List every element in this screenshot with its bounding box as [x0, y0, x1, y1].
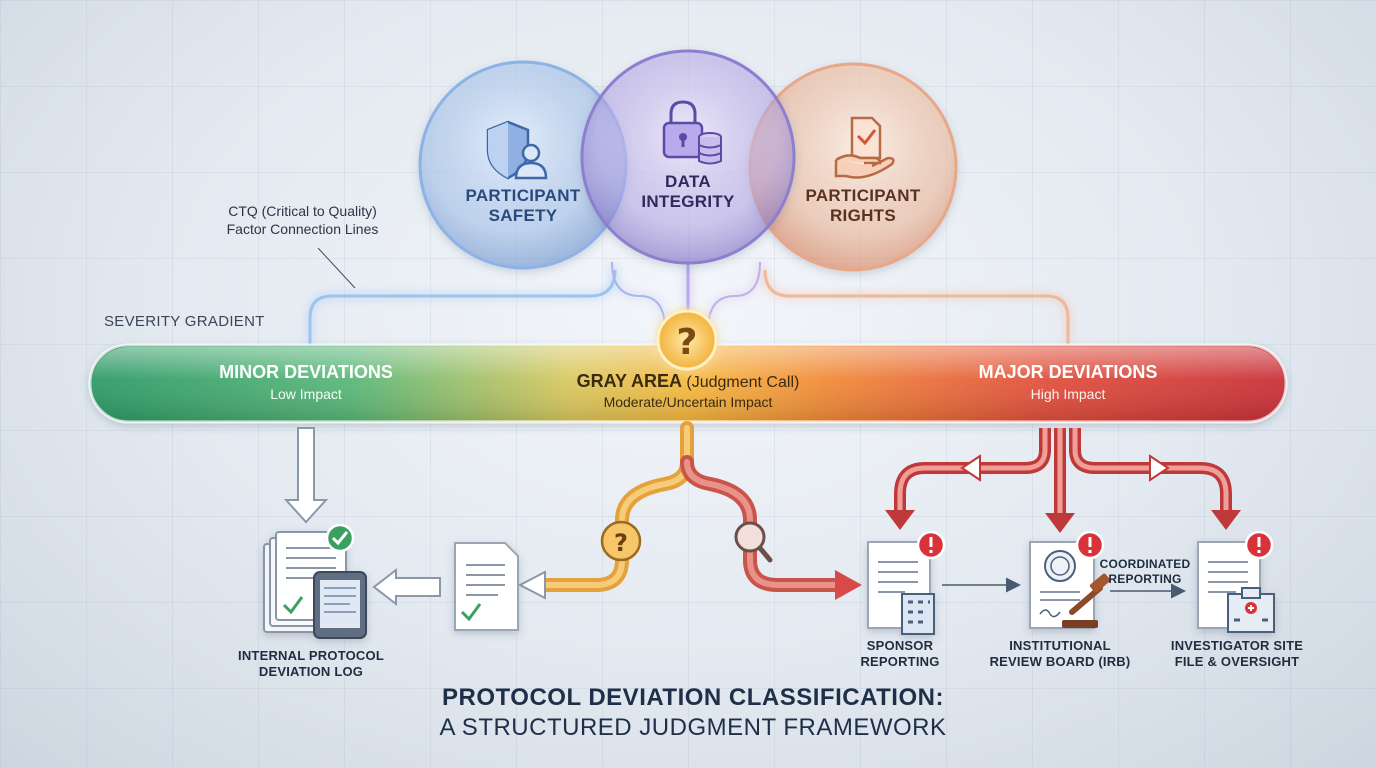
- lock-database-icon: [662, 100, 722, 165]
- sponsor-document-icon: [867, 541, 935, 635]
- ctq-annotation: CTQ (Critical to Quality) Factor Connect…: [200, 202, 405, 238]
- hand-document-icon: [834, 116, 895, 179]
- circle-label-participant-rights: PARTICIPANT RIGHTS: [783, 186, 943, 226]
- minor-deviations-title: MINOR DEVIATIONS: [219, 362, 393, 382]
- pending-document-icon: [454, 542, 519, 631]
- major-left-arrowhead: [960, 454, 981, 482]
- major-branch-arrows: [894, 428, 1232, 515]
- rights-line2: RIGHTS: [829, 206, 897, 225]
- gavel-icon: [1062, 573, 1111, 628]
- svg-text:?: ?: [614, 529, 628, 557]
- coordinated-line2: REPORTING: [1108, 572, 1182, 586]
- page-title: PROTOCOL DEVIATION CLASSIFICATION: A STR…: [388, 684, 998, 742]
- safety-line2: SAFETY: [488, 206, 558, 225]
- gray-area-subtitle: Moderate/Uncertain Impact: [603, 394, 773, 410]
- minor-down-arrow: [283, 427, 329, 524]
- sponsor-line2: REPORTING: [860, 654, 940, 669]
- minor-deviations-subtitle: Low Impact: [270, 386, 342, 402]
- investigator-line2: FILE & OVERSIGHT: [1174, 654, 1300, 669]
- internal-log-line2: DEVIATION LOG: [258, 664, 364, 679]
- gray-question-icon: ?: [600, 520, 642, 562]
- gray-area-title-suffix: (Judgment Call): [686, 374, 800, 391]
- title-line2: A STRUCTURED JUDGMENT FRAMEWORK: [439, 714, 947, 741]
- investigator-label: INVESTIGATOR SITE FILE & OVERSIGHT: [1152, 638, 1322, 670]
- integrity-line2: INTEGRITY: [641, 192, 735, 211]
- gray-left-arrowhead: [517, 570, 546, 600]
- irb-arrowhead: [1045, 513, 1075, 533]
- sponsor-label: SPONSOR REPORTING: [830, 638, 970, 670]
- sponsor-alert-icon: [916, 530, 946, 560]
- investigator-document-icon: [1197, 541, 1275, 633]
- major-deviations-subtitle: High Impact: [1030, 386, 1106, 402]
- coordinated-reporting-label: COORDINATED REPORTING: [1090, 557, 1200, 587]
- gray-area-title-main: GRAY AREA: [576, 371, 682, 391]
- shield-user-icon: [486, 120, 548, 180]
- circle-label-data-integrity: DATA INTEGRITY: [608, 172, 768, 212]
- irb-label: INSTITUTIONAL REVIEW BOARD (IRB): [975, 638, 1145, 670]
- ctq-line1: CTQ (Critical to Quality): [228, 203, 377, 219]
- ctq-line2: Factor Connection Lines: [226, 221, 379, 237]
- irb-alert-icon: [1075, 530, 1105, 560]
- severity-gradient-label: SEVERITY GRADIENT: [104, 313, 265, 330]
- irb-document-icon: [1029, 541, 1095, 629]
- check-badge-icon: [325, 523, 355, 553]
- to-internal-log-arrow: [372, 567, 441, 607]
- integrity-line1: DATA: [665, 172, 711, 191]
- internal-log-documents-icon: [263, 531, 367, 639]
- investigator-line1: INVESTIGATOR SITE: [1170, 638, 1304, 653]
- investigator-arrowhead: [1211, 510, 1241, 530]
- coordinated-line1: COORDINATED: [1099, 557, 1191, 571]
- severity-band: [88, 343, 1288, 424]
- investigator-alert-icon: [1244, 530, 1274, 560]
- safety-line1: PARTICIPANT: [465, 186, 581, 205]
- major-right-arrowhead: [1149, 454, 1170, 482]
- ctq-pointer-line: [317, 247, 356, 289]
- gray-area-title: GRAY AREA (Judgment Call): [528, 371, 848, 392]
- irb-line1: INSTITUTIONAL: [1009, 638, 1111, 653]
- gray-area-branch: [533, 421, 842, 592]
- irb-line2: REVIEW BOARD (IRB): [989, 654, 1131, 669]
- circle-label-participant-safety: PARTICIPANT SAFETY: [443, 186, 603, 226]
- internal-log-line1: INTERNAL PROTOCOL: [238, 648, 384, 663]
- title-line1: PROTOCOL DEVIATION CLASSIFICATION:: [442, 684, 944, 711]
- major-deviations-title: MAJOR DEVIATIONS: [978, 362, 1158, 382]
- internal-log-label: INTERNAL PROTOCOL DEVIATION LOG: [226, 648, 396, 680]
- gray-right-arrowhead: [835, 570, 862, 600]
- judgment-question-icon: ?: [656, 309, 718, 371]
- sponsor-arrowhead: [885, 510, 915, 530]
- sponsor-line1: SPONSOR: [866, 638, 934, 653]
- magnifier-icon: [734, 521, 773, 563]
- svg-text:?: ?: [677, 322, 698, 363]
- rights-line1: PARTICIPANT: [805, 186, 921, 205]
